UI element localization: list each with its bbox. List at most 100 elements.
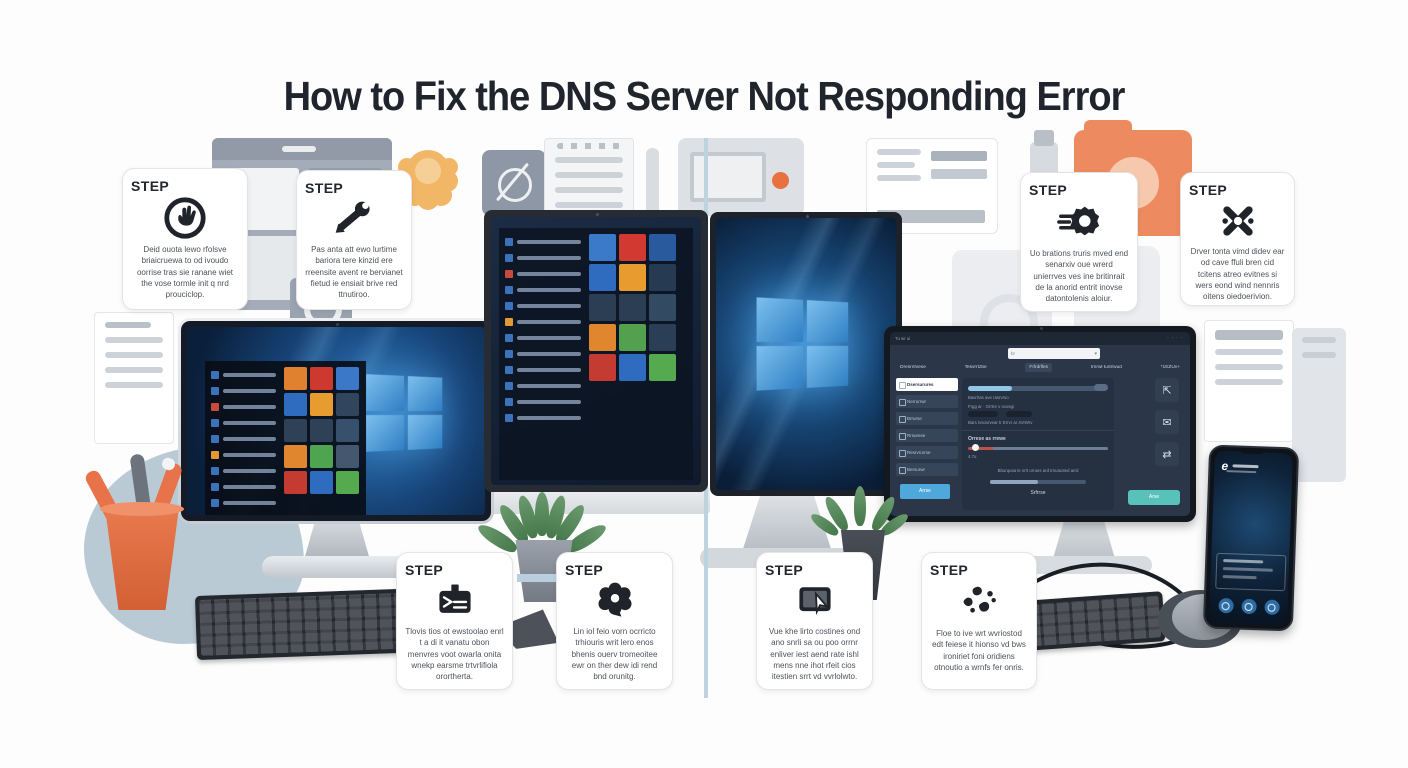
app-list-row bbox=[211, 387, 277, 395]
app-list-row bbox=[505, 334, 581, 342]
tower-line bbox=[1302, 352, 1336, 358]
form-bar bbox=[931, 169, 987, 179]
start-tile bbox=[284, 418, 308, 442]
start-tile bbox=[310, 418, 334, 442]
start-menu-panel bbox=[204, 360, 366, 515]
footer-label: Srfrrse bbox=[1030, 490, 1046, 496]
app-list-row bbox=[505, 270, 581, 278]
start-tile bbox=[310, 366, 334, 390]
start-tile bbox=[284, 366, 308, 390]
doc-line bbox=[1215, 330, 1283, 340]
windows-logo bbox=[365, 374, 443, 452]
teal-action-button: Arse bbox=[1128, 490, 1180, 505]
progress-fill bbox=[968, 386, 1012, 391]
pen-card bbox=[482, 150, 546, 216]
progress-label: Bavrlras ave rasrvrso bbox=[968, 395, 1009, 400]
center-monitor bbox=[484, 210, 708, 492]
notepad-line bbox=[555, 157, 623, 163]
panel-divider bbox=[962, 430, 1114, 431]
app-list-row bbox=[505, 238, 581, 246]
start-tile bbox=[649, 323, 677, 351]
tool-tile: ✉ bbox=[1155, 410, 1179, 434]
cup-body bbox=[105, 508, 179, 610]
slider-knob bbox=[972, 444, 979, 451]
phone-logo-subline bbox=[1226, 470, 1257, 474]
tab: Dresrnfvese bbox=[900, 365, 926, 370]
doc-line bbox=[1215, 379, 1283, 385]
start-tile bbox=[284, 444, 308, 468]
start-tile bbox=[619, 263, 647, 291]
phone-nav-row bbox=[1209, 597, 1287, 616]
start-tile bbox=[649, 293, 677, 321]
phone-nav-button bbox=[1240, 598, 1257, 615]
tool-tile: ⇄ bbox=[1155, 442, 1179, 466]
tab: Irnrwl tunlrwud bbox=[1090, 365, 1122, 370]
bottom-fill bbox=[990, 480, 1038, 484]
start-tile bbox=[619, 293, 647, 321]
app-list-row bbox=[211, 483, 277, 491]
side-item: Rrsurese bbox=[896, 429, 958, 442]
slider-track bbox=[968, 447, 1108, 450]
step-label: STEP bbox=[405, 562, 444, 578]
plant-leaf bbox=[535, 492, 549, 536]
screen-cursor-icon bbox=[798, 587, 831, 616]
start-tile bbox=[589, 323, 617, 351]
line bbox=[877, 175, 921, 181]
camera-dot bbox=[596, 213, 599, 216]
step-text: Drver tonta vimd didev ear od cave ffuli… bbox=[1190, 247, 1285, 302]
phone-nav-button bbox=[1217, 597, 1234, 614]
form-bar-wide bbox=[877, 210, 985, 223]
flower-gear-icon bbox=[598, 582, 631, 617]
side-item: Nerrurrwr bbox=[896, 395, 958, 408]
app-list-row bbox=[505, 366, 581, 374]
center-monitor-screen bbox=[491, 217, 701, 485]
step-card-7: STEP Vue khe lirto costines ond ano snrl… bbox=[756, 552, 873, 690]
phone-info-panel bbox=[1215, 552, 1287, 592]
app-list-row bbox=[505, 398, 581, 406]
settings-main-panel: Bavrlras ave rasrvrso Frgg ar · Orrtre v… bbox=[962, 378, 1114, 510]
hand-circle-icon bbox=[164, 197, 206, 239]
step-label: STEP bbox=[131, 178, 170, 194]
start-menu-full bbox=[499, 227, 693, 480]
step-label: STEP bbox=[930, 562, 969, 578]
background-browser-right bbox=[866, 138, 998, 234]
app-list-row bbox=[211, 499, 277, 507]
start-tile bbox=[336, 366, 360, 390]
start-tile bbox=[336, 392, 360, 416]
step-card-3: STEP Uo brations truris mved end senarxi… bbox=[1020, 172, 1138, 312]
background-tower bbox=[1292, 328, 1346, 482]
app-list-row bbox=[505, 414, 581, 422]
windows-logo-small bbox=[1241, 507, 1265, 530]
plant-pot-band bbox=[517, 574, 571, 582]
progress-toggle bbox=[1094, 384, 1108, 391]
panel-note: Bburqusa te srrt orrues ard trnutuoted a… bbox=[997, 468, 1079, 473]
step-label: STEP bbox=[765, 562, 804, 578]
search-dropdown-arrow: ▾ bbox=[1094, 350, 1097, 357]
folder-tab bbox=[1084, 120, 1132, 138]
start-tile bbox=[649, 263, 677, 291]
side-item: Brrurse bbox=[896, 412, 958, 425]
app-list-row bbox=[505, 350, 581, 358]
plant-leaf bbox=[854, 486, 866, 526]
settings-search-bar: br ▾ bbox=[1008, 348, 1100, 359]
usb-cap bbox=[1034, 130, 1054, 146]
start-tile-grid bbox=[284, 366, 360, 509]
settings-titlebar bbox=[890, 332, 1190, 345]
search-text: br bbox=[1011, 351, 1016, 356]
titlebar-text: Tu wr ui bbox=[895, 336, 911, 341]
chip-bar bbox=[1006, 411, 1032, 417]
start-tile bbox=[649, 353, 677, 381]
sun-shape bbox=[406, 150, 450, 194]
cup-rim bbox=[100, 502, 184, 516]
sun-inner bbox=[415, 158, 441, 184]
app-list-row bbox=[211, 451, 277, 459]
notepad-line bbox=[555, 187, 623, 193]
app-list-row bbox=[211, 419, 277, 427]
step-card-1: STEP Deid ouota lewo rfolsve briaicruewa… bbox=[122, 168, 248, 310]
form-bar bbox=[931, 151, 987, 161]
doc-line bbox=[105, 367, 163, 373]
app-list-row bbox=[505, 254, 581, 262]
start-tile bbox=[619, 233, 647, 261]
